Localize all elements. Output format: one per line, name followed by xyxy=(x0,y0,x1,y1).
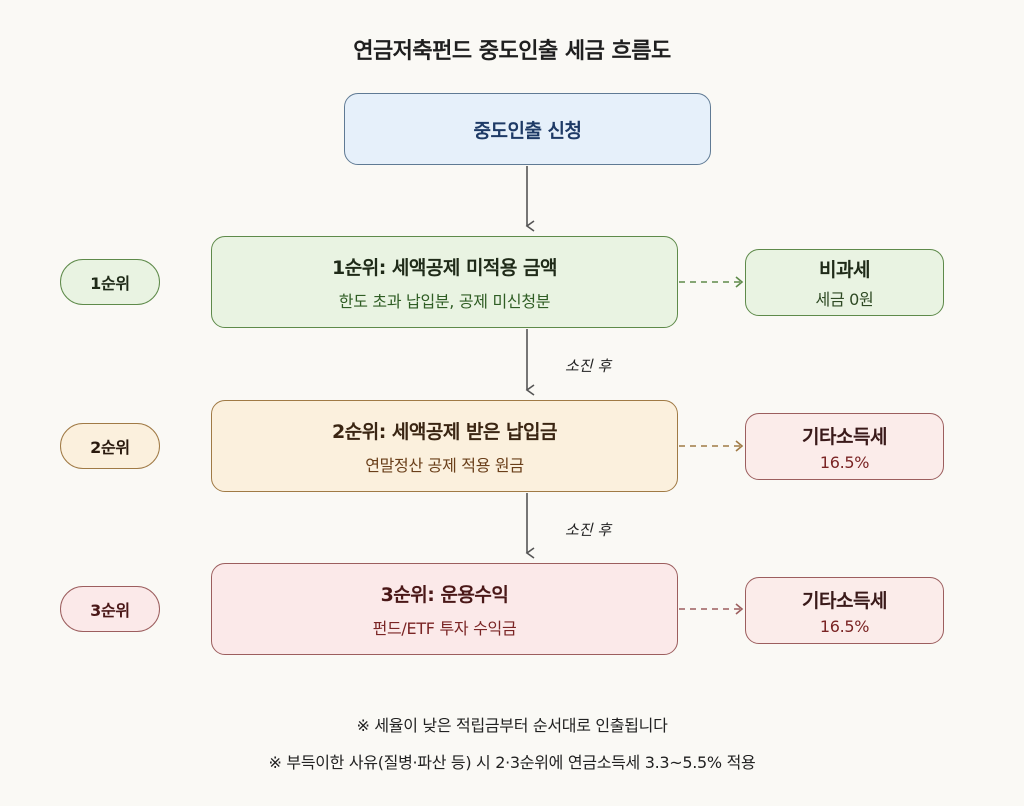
flow-label-1: 소진 후 xyxy=(565,357,612,375)
stage-subtitle: 연말정산 공제 적용 원금 xyxy=(365,455,524,475)
stage-node-3: 3순위: 운용수익 펀드/ETF 투자 수익금 xyxy=(211,563,678,655)
footnote-2: ※ 부득이한 사유(질병·파산 등) 시 2·3순위에 연금소득세 3.3~5.… xyxy=(268,753,756,772)
result-node-1: 비과세 세금 0원 xyxy=(745,249,944,316)
stage-title: 3순위: 운용수익 xyxy=(380,583,509,606)
result-title: 비과세 xyxy=(819,259,870,281)
start-node-withdrawal-request: 중도인출 신청 xyxy=(344,93,711,165)
stage-title: 1순위: 세액공제 미적용 금액 xyxy=(332,256,557,279)
rank-badge-3: 3순위 xyxy=(60,586,160,632)
result-node-3: 기타소득세 16.5% xyxy=(745,577,944,644)
footnote-1: ※ 세율이 낮은 적립금부터 순서대로 인출됩니다 xyxy=(356,716,668,735)
result-title: 기타소득세 xyxy=(802,425,887,448)
result-detail: 16.5% xyxy=(819,616,870,636)
result-title: 기타소득세 xyxy=(802,589,887,612)
stage-subtitle: 한도 초과 납입분, 공제 미신청분 xyxy=(338,291,551,311)
start-node-label: 중도인출 신청 xyxy=(473,119,583,142)
stage-node-2: 2순위: 세액공제 받은 납입금 연말정산 공제 적용 원금 xyxy=(211,400,678,492)
result-node-2: 기타소득세 16.5% xyxy=(745,413,944,480)
rank-badge-1: 1순위 xyxy=(60,259,160,305)
flow-label-2: 소진 후 xyxy=(565,521,612,539)
diagram-title: 연금저축펀드 중도인출 세금 흐름도 xyxy=(353,39,671,64)
stage-subtitle: 펀드/ETF 투자 수익금 xyxy=(372,618,517,638)
rank-badge-2: 2순위 xyxy=(60,423,160,469)
stage-title: 2순위: 세액공제 받은 납입금 xyxy=(332,420,557,443)
stage-node-1: 1순위: 세액공제 미적용 금액 한도 초과 납입분, 공제 미신청분 xyxy=(211,236,678,328)
result-detail: 16.5% xyxy=(819,452,870,472)
result-detail: 세금 0원 xyxy=(815,290,874,309)
